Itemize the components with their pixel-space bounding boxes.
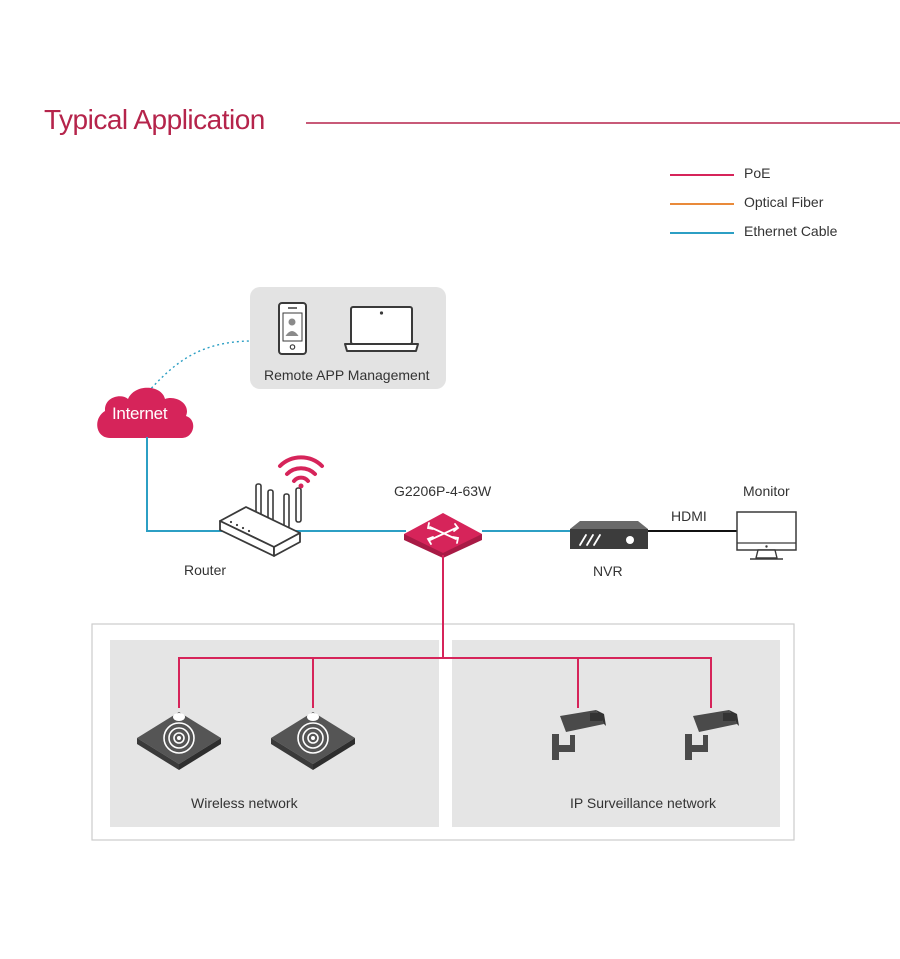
access-point-icon: [137, 712, 221, 770]
remote-app-label: Remote APP Management: [264, 367, 430, 383]
legend-label-ethernet-cable: Ethernet Cable: [744, 223, 838, 239]
legend-swatch-optical-fiber: [670, 203, 734, 205]
nvr-label: NVR: [593, 563, 623, 579]
wireless-network-label: Wireless network: [191, 795, 298, 811]
legend-swatch-poe: [670, 174, 734, 176]
monitor-icon: [736, 511, 797, 560]
router-label: Router: [184, 562, 227, 578]
ip-camera-icon: [685, 710, 739, 760]
ip-camera-icon: [552, 710, 606, 760]
monitor-label: Monitor: [743, 483, 790, 499]
router-icon: [219, 483, 302, 557]
wifi-signal-icon: [278, 455, 324, 489]
legend-label-optical-fiber: Optical Fiber: [744, 194, 824, 210]
remote-link: [147, 340, 251, 393]
ethernet-cloud-router: [146, 437, 228, 532]
access-point-icon: [271, 712, 355, 770]
laptop-icon: [344, 306, 419, 352]
poe-cabling: [178, 555, 712, 708]
switch-icon: [404, 513, 482, 558]
nvr-icon: [570, 521, 648, 549]
phone-icon: [278, 302, 307, 355]
page-title: Typical Application: [44, 104, 265, 135]
internet-label: Internet: [112, 404, 168, 423]
surveillance-panel: [452, 640, 780, 827]
legend-label-poe: PoE: [744, 165, 771, 181]
hdmi-label: HDMI: [671, 508, 707, 524]
surveillance-network-label: IP Surveillance network: [570, 795, 717, 811]
legend-swatch-ethernet-cable: [670, 232, 734, 234]
internet-cloud-icon: [97, 387, 194, 438]
switch-label: G2206P-4-63W: [394, 483, 492, 499]
